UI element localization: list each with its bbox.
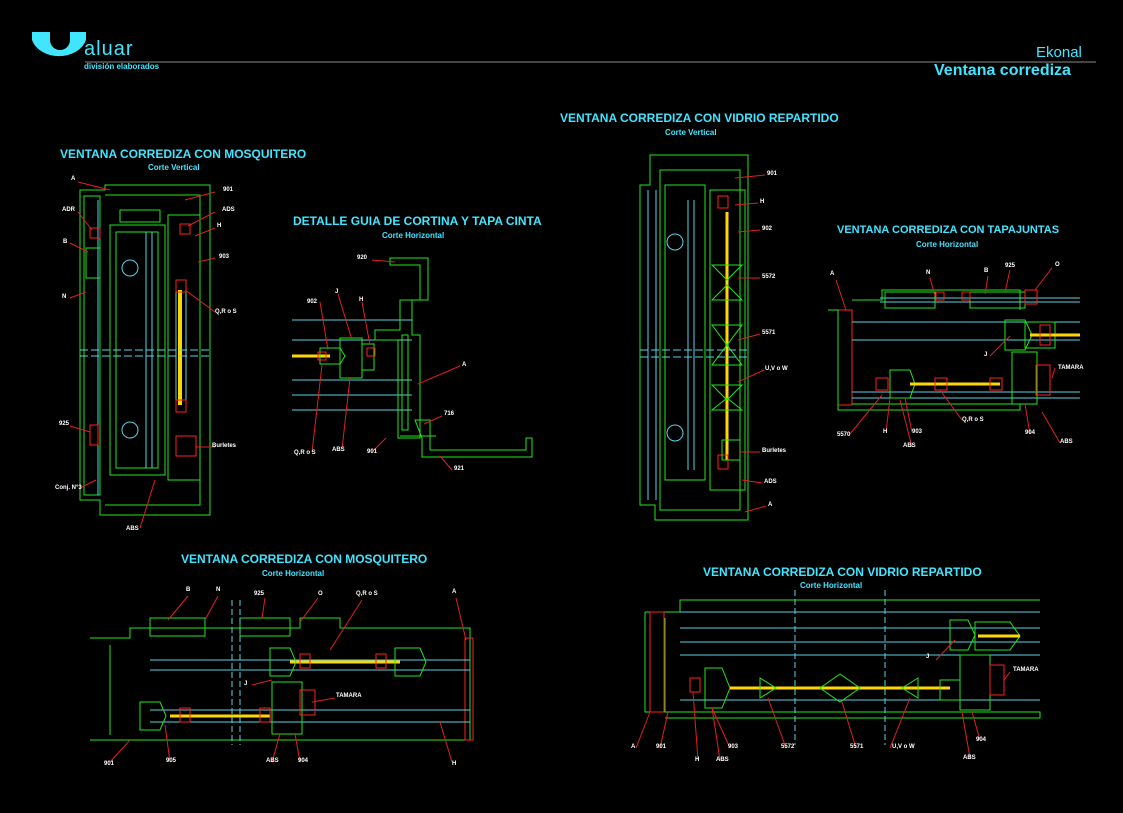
callout-label: H bbox=[883, 429, 888, 435]
callout-label: A bbox=[71, 176, 76, 182]
callout-label: 903 bbox=[219, 254, 230, 260]
callout-label: 925 bbox=[254, 591, 265, 597]
view-subtitle: Corte Horizontal bbox=[382, 231, 445, 240]
callout-label: 716 bbox=[444, 411, 455, 417]
callout-label: 925 bbox=[59, 421, 70, 427]
callout-label: ABS bbox=[1060, 439, 1073, 445]
callout-label: 905 bbox=[166, 758, 177, 764]
mosq-horizontal-section bbox=[90, 595, 474, 763]
view-subtitle: Corte Vertical bbox=[148, 163, 200, 172]
callout-label: O bbox=[1055, 262, 1060, 268]
callout-label: 920 bbox=[357, 255, 368, 261]
mosq-vertical-section bbox=[69, 181, 216, 529]
view-subtitle: Corte Horizontal bbox=[800, 581, 863, 590]
callout-label: 901 bbox=[767, 171, 778, 177]
callout-label: J bbox=[926, 654, 930, 660]
callout-label: ABS bbox=[126, 526, 139, 532]
callout-label: B bbox=[984, 268, 989, 274]
callout-label: 901 bbox=[367, 449, 378, 455]
callout-label: Q,R o S bbox=[962, 417, 984, 423]
callout-label: 5570 bbox=[837, 432, 851, 438]
callout-label: A bbox=[452, 589, 457, 595]
callout-label: Q,R o S bbox=[294, 450, 316, 456]
callout-label: ADS bbox=[764, 479, 777, 485]
callout-label: 5572 bbox=[762, 274, 776, 280]
aluar-logo bbox=[32, 32, 86, 57]
callout-label: 903 bbox=[912, 429, 923, 435]
callout-label: 904 bbox=[976, 737, 987, 743]
series-name: Ekonal bbox=[1036, 44, 1082, 61]
callout-label: H bbox=[217, 223, 222, 229]
vidrio-horizontal-section bbox=[635, 590, 1041, 761]
callout-label: 5571 bbox=[762, 330, 776, 336]
callout-label: 904 bbox=[1025, 430, 1036, 436]
callout-label: 901 bbox=[223, 187, 234, 193]
callout-label: 902 bbox=[307, 299, 318, 305]
view-subtitle: Corte Horizontal bbox=[916, 240, 979, 249]
callout-label: U,V o W bbox=[892, 744, 915, 750]
callout-label: TAMARA bbox=[1058, 365, 1084, 371]
callout-label: N bbox=[926, 270, 931, 276]
callout-label: Burletes bbox=[762, 448, 787, 454]
callout-label: B bbox=[63, 239, 68, 245]
callout-label: N bbox=[216, 587, 221, 593]
callout-label: N bbox=[62, 294, 67, 300]
brand-name: aluar bbox=[84, 38, 134, 60]
callout-label: J bbox=[244, 681, 248, 687]
view-title: VENTANA CORREDIZA CON VIDRIO REPARTIDO bbox=[703, 565, 982, 579]
callout-label: Burletes bbox=[212, 443, 237, 449]
view-subtitle: Corte Vertical bbox=[665, 128, 717, 137]
callout-label: ABS bbox=[716, 757, 729, 763]
callout-label: B bbox=[186, 587, 191, 593]
callout-label: H bbox=[695, 757, 700, 763]
callout-label: ABS bbox=[332, 447, 345, 453]
callout-label: TAMARA bbox=[1013, 667, 1039, 673]
callout-label: A bbox=[830, 271, 835, 277]
callout-label: U,V o W bbox=[765, 366, 788, 372]
callout-label: ABS bbox=[903, 443, 916, 449]
callout-label: Conj. N°3 bbox=[55, 485, 82, 491]
callout-label: 901 bbox=[656, 744, 667, 750]
callout-label: ADR bbox=[62, 207, 75, 213]
view-title: VENTANA CORREDIZA CON VIDRIO REPARTIDO bbox=[560, 111, 839, 125]
callout-label: 921 bbox=[454, 466, 465, 472]
callout-label: 902 bbox=[762, 226, 773, 232]
callout-label: 901 bbox=[104, 761, 115, 767]
callout-label: O bbox=[318, 591, 323, 597]
drawing-title: Ventana corrediza bbox=[934, 62, 1071, 79]
view-title: VENTANA CORREDIZA CON MOSQUITERO bbox=[181, 552, 428, 566]
callout-label: TAMARA bbox=[336, 693, 362, 699]
callout-label: H bbox=[359, 297, 364, 303]
callout-label: 5572 bbox=[781, 744, 795, 750]
view-title: DETALLE GUIA DE CORTINA Y TAPA CINTA bbox=[293, 214, 542, 228]
callout-label: H bbox=[760, 199, 765, 205]
callout-label: A bbox=[768, 502, 773, 508]
callout-label: ADS bbox=[222, 207, 235, 213]
callout-label: Q,R o S bbox=[215, 309, 237, 315]
view-title: VENTANA CORREDIZA CON MOSQUITERO bbox=[60, 147, 307, 161]
callout-label: Q,R o S bbox=[356, 591, 378, 597]
callout-label: 925 bbox=[1005, 263, 1016, 269]
callout-label: A bbox=[631, 744, 636, 750]
view-title: VENTANA CORREDIZA CON TAPAJUNTAS bbox=[837, 224, 1060, 236]
view-subtitle: Corte Horizontal bbox=[262, 569, 325, 578]
callout-label: H bbox=[452, 761, 457, 767]
callout-label: ABS bbox=[266, 758, 279, 764]
callout-label: 903 bbox=[728, 744, 739, 750]
vidrio-vertical-section bbox=[639, 154, 767, 521]
callout-label: 5571 bbox=[850, 744, 864, 750]
callout-label: J bbox=[984, 352, 988, 358]
detalle-guia-section bbox=[292, 257, 533, 471]
callout-label: ABS bbox=[963, 755, 976, 761]
callout-label: 904 bbox=[298, 758, 309, 764]
brand-subtitle: división elaborados bbox=[84, 62, 160, 71]
callout-label: A bbox=[462, 362, 467, 368]
tapajuntas-horizontal-section bbox=[828, 267, 1080, 448]
callout-label: J bbox=[335, 289, 339, 295]
